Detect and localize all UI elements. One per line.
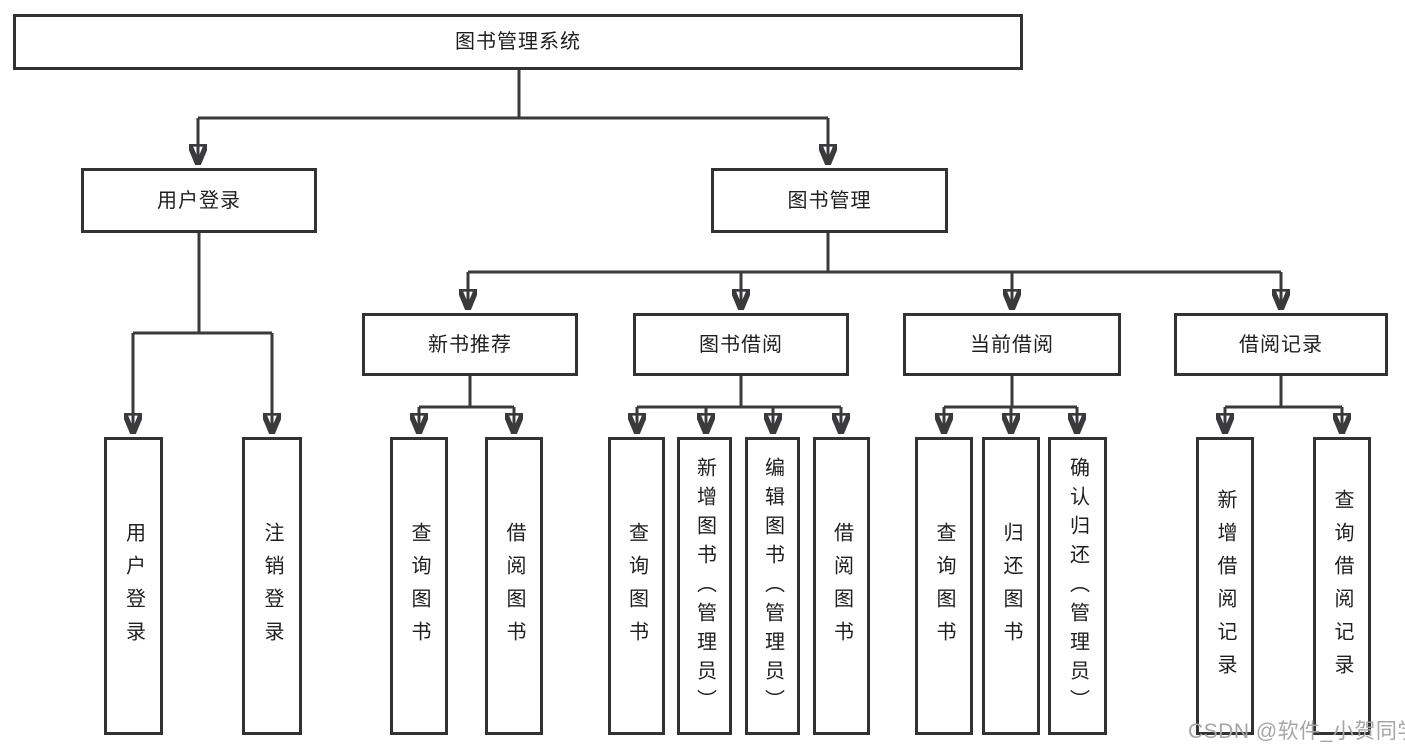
node-book-management: 图书管理 bbox=[711, 168, 948, 233]
node-system-root: 图书管理系统 bbox=[13, 14, 1023, 70]
leaf-confirm-return-admin: 确认归还（管理员） bbox=[1048, 437, 1107, 735]
node-book-borrowing: 图书借阅 bbox=[633, 313, 849, 376]
leaf-query-books-recommend: 查询图书 bbox=[390, 437, 448, 735]
leaf-borrow-books-borrowing: 借阅图书 bbox=[813, 437, 870, 735]
leaf-add-borrow-record: 新增借阅记录 bbox=[1196, 437, 1254, 735]
leaf-user-login: 用户登录 bbox=[104, 437, 163, 735]
leaf-query-borrow-record: 查询借阅记录 bbox=[1313, 437, 1371, 735]
node-current-borrowing: 当前借阅 bbox=[903, 313, 1121, 376]
leaf-borrow-books-recommend: 借阅图书 bbox=[485, 437, 543, 735]
node-new-book-recommend: 新书推荐 bbox=[362, 313, 578, 376]
csdn-watermark: CSDN @软件_小贺同学 bbox=[1188, 720, 1405, 743]
leaf-edit-books-admin: 编辑图书（管理员） bbox=[745, 437, 800, 735]
node-user-login: 用户登录 bbox=[81, 168, 317, 233]
node-borrowing-records: 借阅记录 bbox=[1174, 313, 1388, 376]
leaf-return-books: 归还图书 bbox=[982, 437, 1040, 735]
leaf-add-books-admin: 新增图书（管理员） bbox=[677, 437, 732, 735]
leaf-logout-login: 注销登录 bbox=[242, 437, 302, 735]
leaf-query-books-borrowing: 查询图书 bbox=[608, 437, 665, 735]
leaf-query-books-current: 查询图书 bbox=[915, 437, 973, 735]
